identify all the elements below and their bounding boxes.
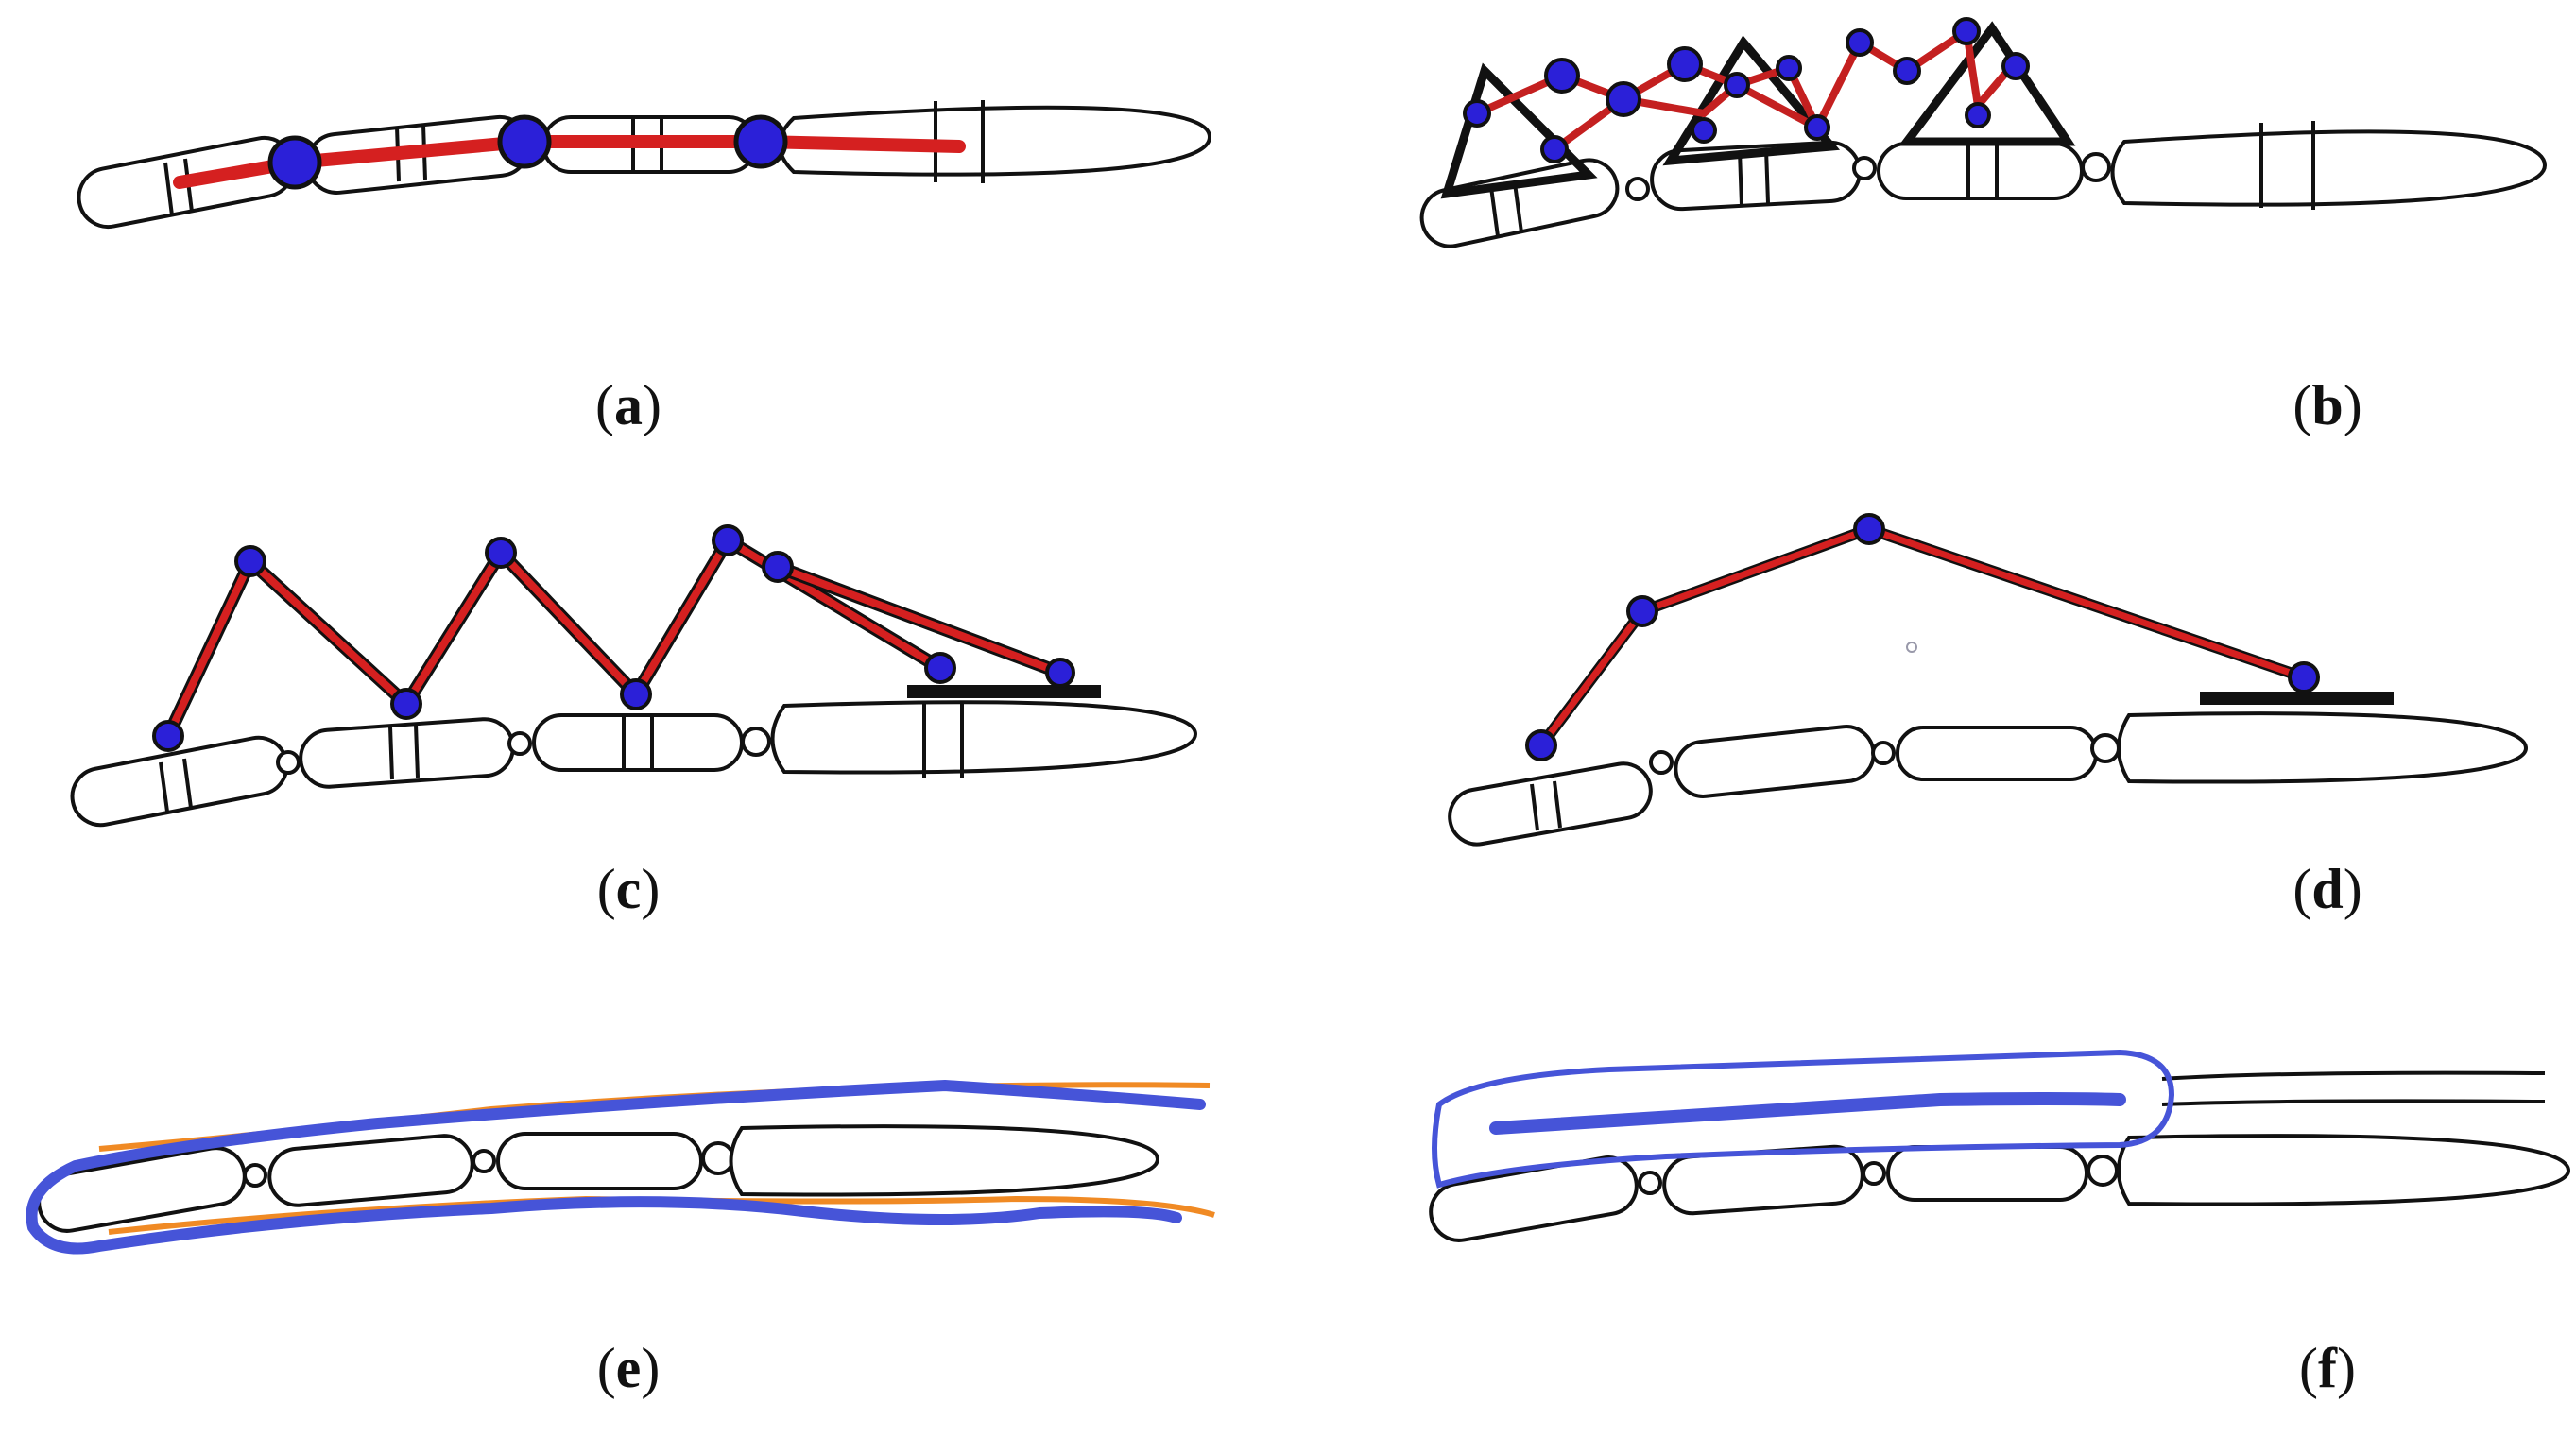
caption-a: (a) — [595, 374, 661, 436]
panel-d-drawing — [1448, 513, 2529, 847]
triangle-frame — [1440, 62, 1598, 199]
panel-c-drawing — [70, 524, 1198, 828]
caption-c: (c) — [596, 858, 661, 920]
joint — [733, 114, 788, 169]
panel-e: (e) — [0, 958, 1288, 1437]
contour-blue-inner — [1489, 1092, 2126, 1135]
panel-f-drawing — [1429, 1049, 2571, 1242]
caption-b: (b) — [2293, 374, 2362, 436]
panel-a: (a) — [0, 0, 1288, 479]
triangle-frame — [1662, 35, 1841, 166]
panel-b-drawing — [1419, 17, 2548, 248]
contact-pad — [907, 685, 1101, 698]
contact-pad — [2200, 692, 2394, 705]
contour-blue — [26, 1079, 1206, 1255]
panel-e-drawing — [26, 1079, 1215, 1255]
joint — [267, 135, 322, 190]
panel-f: (f) — [1288, 958, 2576, 1437]
tendon-line — [2161, 1070, 2546, 1081]
triangle-frame — [1898, 21, 2076, 146]
panel-a-drawing — [77, 100, 1212, 230]
panel-b: (b) — [1288, 0, 2576, 479]
segment-base — [778, 105, 1212, 177]
tendon-line — [2161, 1099, 2546, 1106]
contour-blue — [1432, 1049, 2175, 1189]
panel-c: (c) — [0, 479, 1288, 958]
caption-d: (d) — [2293, 858, 2362, 920]
caption-f: (f) — [2299, 1337, 2356, 1399]
joint — [497, 114, 552, 169]
caption-e: (e) — [596, 1337, 661, 1399]
panel-d: (d) — [1288, 479, 2576, 958]
